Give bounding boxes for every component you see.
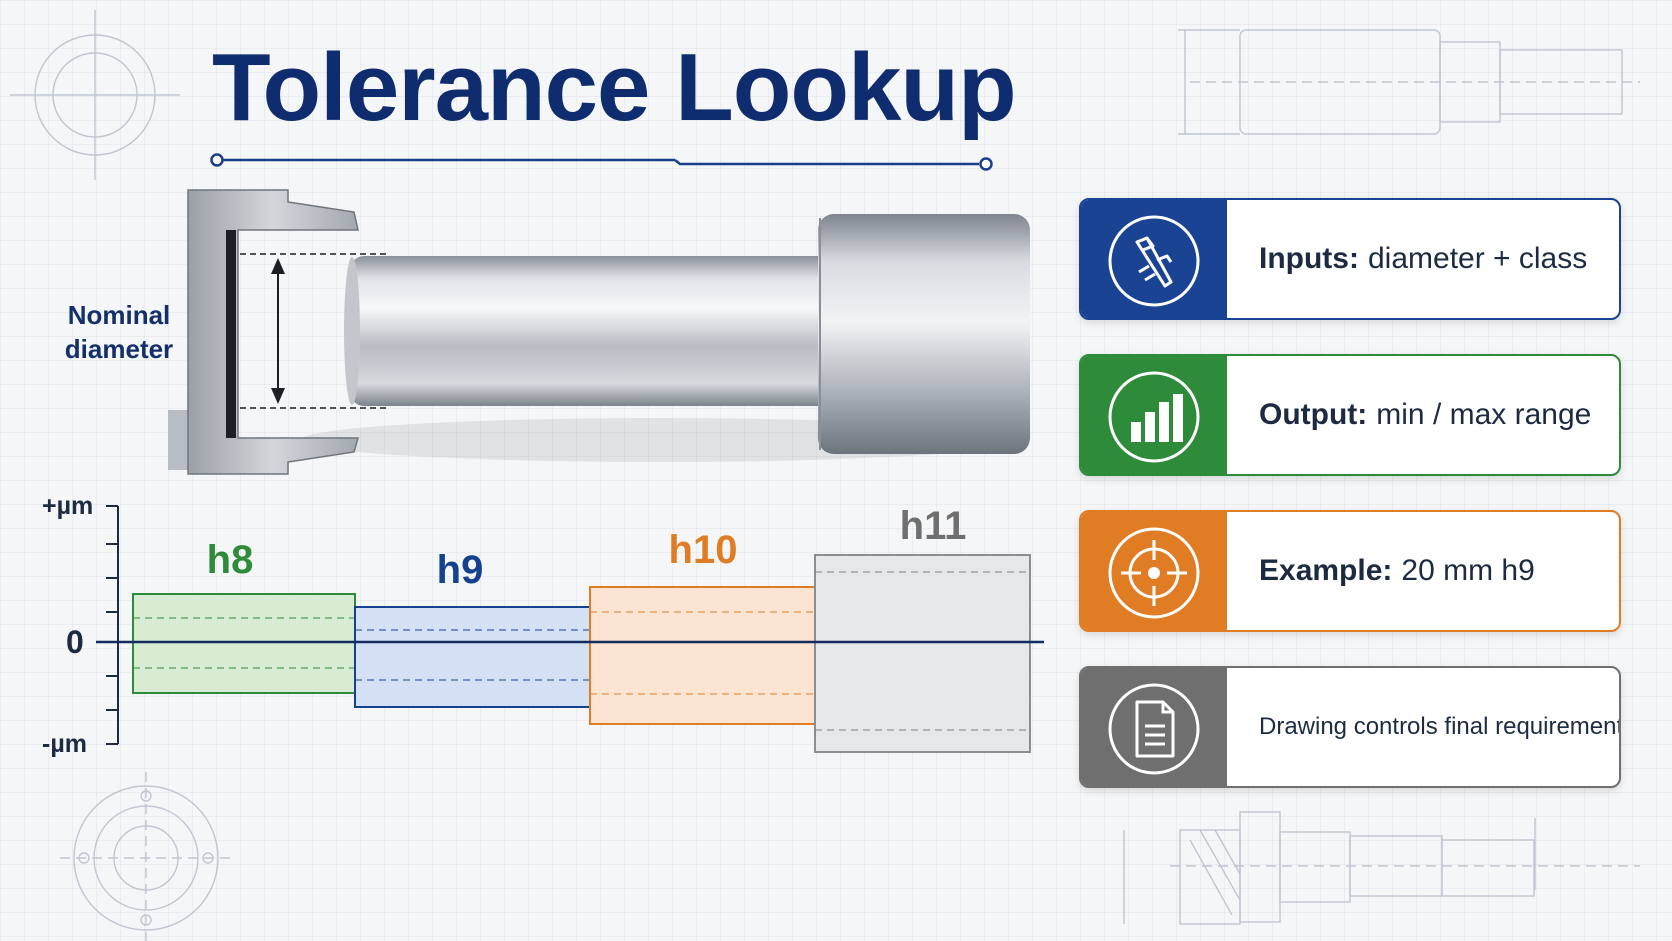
class-label-h9: h9 bbox=[436, 548, 484, 592]
class-label-h11: h11 bbox=[899, 504, 967, 548]
class-label-h8: h8 bbox=[206, 538, 254, 582]
card-example-icon-box bbox=[1081, 512, 1227, 630]
card-drawing-note-icon-box bbox=[1081, 668, 1227, 786]
shaft bbox=[344, 214, 1030, 454]
page-title: Tolerance Lookup bbox=[212, 34, 1017, 141]
card-example-value: 20 mm h9 bbox=[1401, 554, 1535, 587]
caliper-icon bbox=[1108, 215, 1200, 307]
bar-chart-icon bbox=[1108, 371, 1200, 463]
caliper bbox=[168, 189, 388, 475]
zone-h10 bbox=[589, 586, 816, 725]
zone-h9 bbox=[354, 606, 591, 708]
card-output-text: Output: min / max range bbox=[1259, 356, 1591, 474]
class-label-h10: h10 bbox=[668, 528, 738, 572]
card-inputs-value: diameter + class bbox=[1367, 242, 1588, 275]
axis-label-top: +µm bbox=[42, 492, 94, 520]
card-output-bold: Output: bbox=[1259, 398, 1368, 431]
axis-label-bottom: -µm bbox=[42, 730, 87, 758]
shaft-drawing-top-right bbox=[1178, 29, 1640, 135]
card-example: Example: 20 mm h9 bbox=[1079, 510, 1621, 632]
card-output-value: min / max range bbox=[1376, 398, 1592, 431]
document-icon bbox=[1108, 683, 1200, 775]
zone-h8 bbox=[132, 593, 356, 694]
card-drawing-note-text: Drawing controls final requirement bbox=[1259, 668, 1621, 786]
nominal-diameter-label: Nominal diameter bbox=[54, 298, 184, 366]
card-inputs-icon-box bbox=[1081, 200, 1227, 318]
axis-label-zero: 0 bbox=[66, 624, 84, 660]
card-drawing-note: Drawing controls final requirement bbox=[1079, 666, 1621, 788]
card-output-icon-box bbox=[1081, 356, 1227, 474]
flange-drawing-bottom-left bbox=[60, 772, 232, 941]
vertical-axis bbox=[106, 505, 119, 745]
card-inputs-text: Inputs: diameter + class bbox=[1259, 200, 1587, 318]
card-example-text: Example: 20 mm h9 bbox=[1259, 512, 1535, 630]
target-icon bbox=[1108, 527, 1200, 619]
card-inputs: Inputs: diameter + class bbox=[1079, 198, 1621, 320]
card-drawing-note-value: Drawing controls final requirement bbox=[1259, 713, 1621, 740]
card-example-bold: Example: bbox=[1259, 554, 1393, 587]
section-drawing-bottom-right bbox=[1123, 811, 1640, 925]
card-inputs-bold: Inputs: bbox=[1259, 242, 1359, 275]
nominal-diameter-text: Nominal diameter bbox=[64, 300, 174, 364]
zone-h11 bbox=[814, 554, 1031, 753]
flange-drawing-top-left bbox=[10, 10, 180, 180]
card-output: Output: min / max range bbox=[1079, 354, 1621, 476]
